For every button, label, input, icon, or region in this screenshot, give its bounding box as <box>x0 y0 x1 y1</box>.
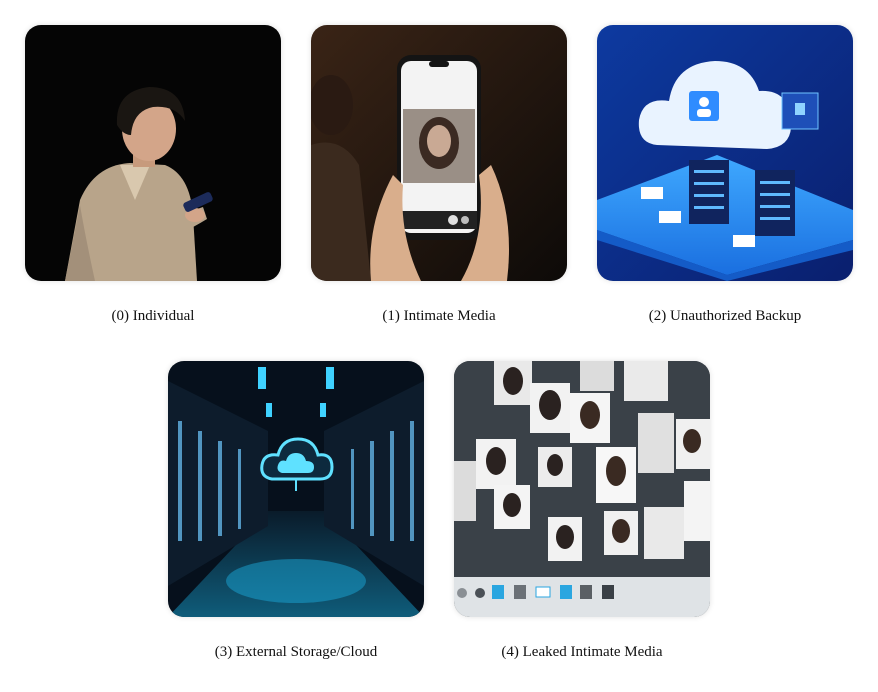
panel-individual <box>25 25 281 281</box>
scattered-photos <box>454 361 710 561</box>
photos-spread-on-screen-image <box>454 361 710 617</box>
taskbar-icons <box>457 585 614 599</box>
caption-leaked-intimate-media: (4) Leaked Intimate Media <box>501 644 663 660</box>
person-using-phone-image <box>25 25 281 281</box>
data-center-cloud-image <box>168 361 424 617</box>
caption-external-storage-cloud: (3) External Storage/Cloud <box>214 644 378 660</box>
cloud-server-backup-image <box>597 25 853 281</box>
caption-unauthorized-backup: (2) Unauthorized Backup <box>648 308 802 324</box>
caption-individual: (0) Individual <box>111 308 195 324</box>
panel-leaked-intimate-media <box>454 361 710 617</box>
phone-showing-private-photo-image <box>311 25 567 281</box>
caption-intimate-media: (1) Intimate Media <box>382 308 496 324</box>
panel-intimate-media <box>311 25 567 281</box>
panel-external-storage-cloud <box>168 361 424 617</box>
panel-unauthorized-backup <box>597 25 853 281</box>
